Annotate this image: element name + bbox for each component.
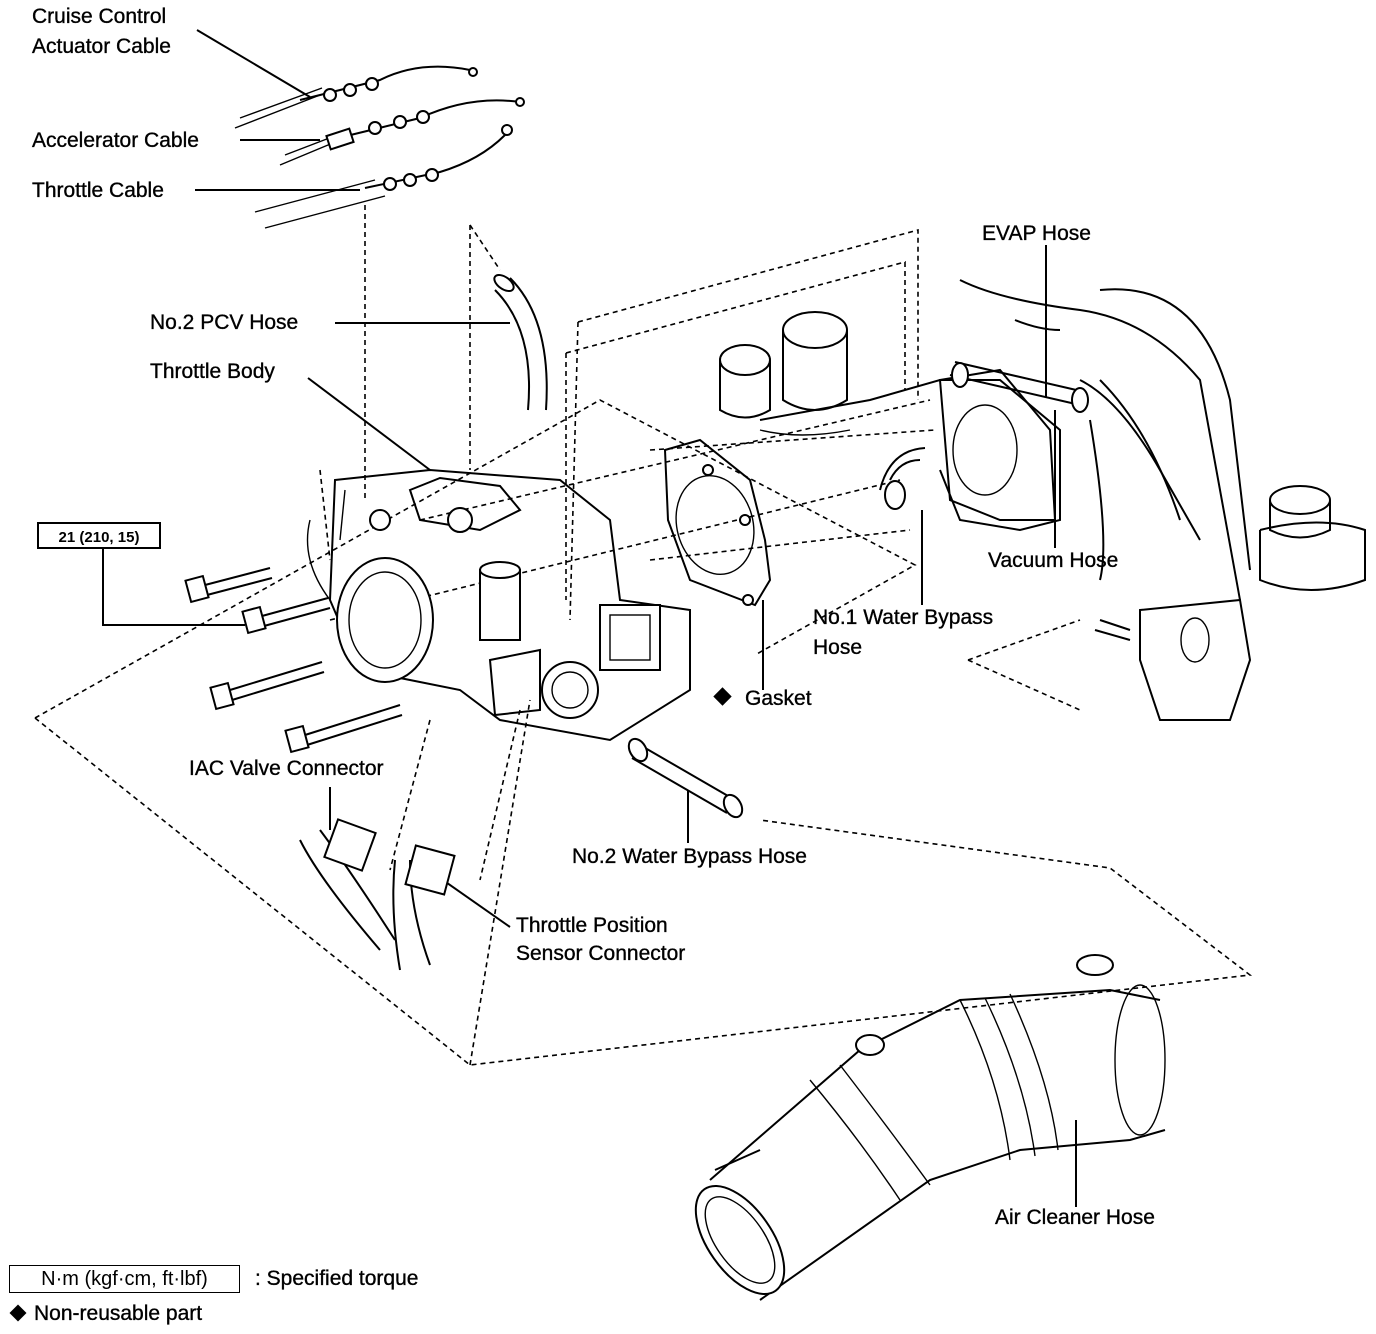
legend-torque-text: : Specified torque [255, 1267, 419, 1290]
bolt [284, 704, 403, 754]
label-gasket: Gasket [745, 687, 812, 710]
water-bypass-hose-1 [879, 447, 926, 510]
label-cruise-control-cable: Cruise Control Actuator Cable [32, 5, 171, 58]
throttle-body-bolts [184, 567, 403, 754]
label-accelerator-cable: Accelerator Cable [32, 129, 199, 152]
cruise-control-cable [234, 65, 478, 129]
label-evap-hose: EVAP Hose [982, 222, 1091, 245]
label-pcv-hose: No.2 PCV Hose [150, 311, 299, 334]
throttle-body [306, 468, 691, 742]
label-iac-valve-connector: IAC Valve Connector [189, 757, 384, 780]
black-diamond-icon [713, 687, 732, 706]
assembly-dashed-lines [34, 205, 1253, 1066]
bolt [241, 597, 331, 635]
intake-chamber [719, 279, 1251, 601]
label-air-cleaner-hose: Air Cleaner Hose [995, 1206, 1155, 1229]
water-bypass-hose-2 [627, 737, 744, 819]
bolt [209, 661, 325, 711]
label-water-bypass-hose-1: No.1 Water Bypass Hose [813, 606, 994, 659]
evap-hose [949, 319, 1089, 413]
reservoir [1259, 485, 1366, 591]
label-throttle-body: Throttle Body [150, 360, 275, 383]
gasket [663, 438, 772, 607]
label-vacuum-hose: Vacuum Hose [988, 549, 1119, 572]
black-diamond-icon [9, 1304, 27, 1322]
legend-non-reusable: Non-reusable part [9, 1302, 202, 1326]
legend-torque-unit-box: N·m (kgf·cm, ft·lbf) [9, 1265, 240, 1293]
manifold-flange [1094, 598, 1252, 721]
label-water-bypass-hose-2: No.2 Water Bypass Hose [572, 845, 807, 868]
throttle-cable [254, 124, 513, 229]
leader-lines [102, 29, 1077, 1207]
iac-valve-connector [299, 818, 396, 951]
air-cleaner-hose [694, 954, 1166, 1301]
torque-spec-box: 21 (210, 15) [37, 522, 161, 549]
pcv-hose [493, 274, 548, 411]
accelerator-cable [279, 97, 525, 166]
bolt [184, 567, 273, 604]
label-throttle-cable: Throttle Cable [32, 179, 164, 202]
label-tps-connector: Throttle Position Sensor Connector [516, 914, 686, 965]
throttle-position-sensor-connector [392, 844, 456, 971]
